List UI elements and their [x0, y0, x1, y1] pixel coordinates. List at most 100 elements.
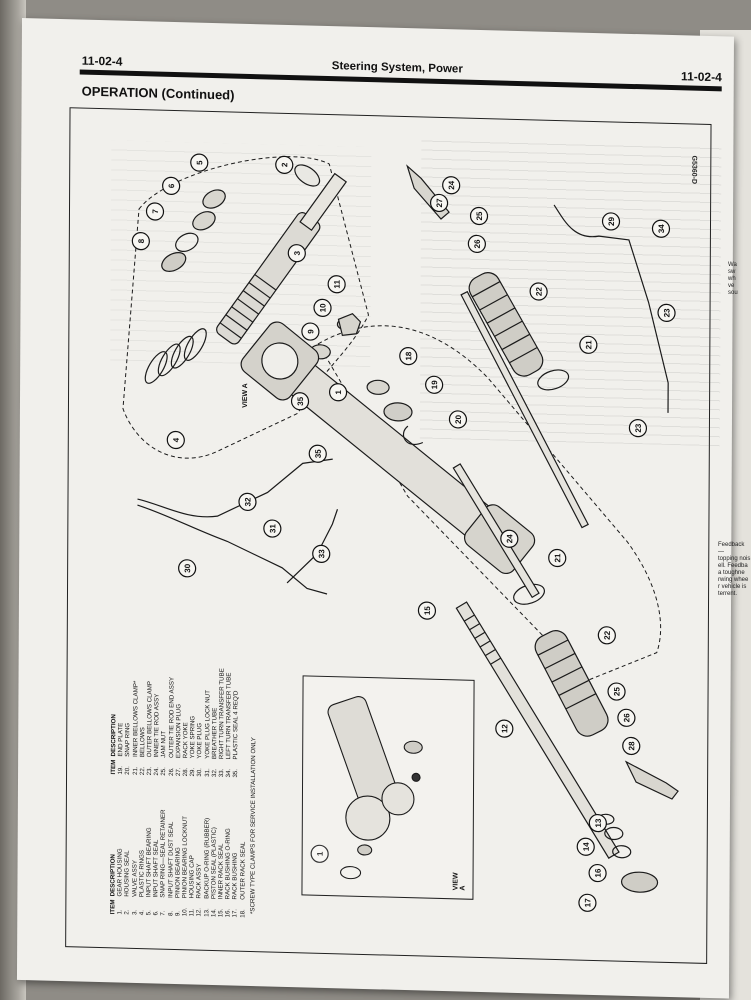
callout-bubble	[327, 275, 346, 294]
callout-bubble	[579, 335, 598, 354]
callout-bubble	[601, 212, 621, 231]
callout-number: 24	[505, 534, 514, 544]
callout-number: 29	[607, 216, 616, 226]
legend-item-description: RACK YOKE	[182, 722, 190, 759]
margin-note-line: ve	[728, 283, 735, 289]
legend-item-number: 2.	[123, 909, 131, 915]
legend-item-number: 27.	[174, 767, 182, 777]
legend-item-number: 26.	[167, 767, 175, 777]
callout-number: 35	[314, 449, 323, 459]
margin-note-line: wh	[728, 276, 736, 282]
callout-bubble	[263, 519, 282, 538]
callout-bubble	[500, 529, 519, 548]
callout-bubble	[548, 548, 567, 568]
legend-item-number: 5.	[145, 910, 153, 916]
callout-number: 28	[627, 741, 636, 751]
callout-number: 6	[167, 183, 176, 188]
legend-item-description: EXPANSION PLUG	[174, 703, 183, 759]
legend-item-number: 18.	[238, 909, 247, 918]
callout-number: 8	[137, 238, 146, 243]
legend-item-number: 4.	[138, 909, 146, 916]
legend-item-description: INPUT SHAFT SEAL	[152, 839, 160, 898]
callout-number: 17	[583, 898, 592, 908]
legend-item-number: 21.	[131, 766, 139, 776]
callout-number: 15	[423, 606, 432, 616]
exploded-view-diagram: 1234567891011121314151617181920212122222…	[122, 153, 679, 912]
margin-note-line: sou	[728, 290, 738, 296]
legend-item-description: END PLATE	[117, 722, 125, 757]
callout-number: 10	[318, 303, 327, 313]
inset-drawing	[327, 696, 423, 880]
callout-bubble	[495, 719, 514, 738]
margin-note-line: topping nois	[718, 556, 751, 562]
legend-item-number: 16.	[224, 908, 232, 918]
legend-item-number: 20.	[124, 766, 132, 775]
callout-bubble	[145, 202, 165, 221]
legend-item-description: VALVE ASSY	[131, 859, 139, 898]
callout-number: 20	[454, 414, 463, 424]
callout-number: 25	[613, 686, 622, 696]
legend-item-description: YOKE PLUG LOCK NUT	[203, 689, 212, 759]
callout-number: 24	[447, 180, 456, 190]
callout-bubble	[529, 282, 548, 301]
callout-number: 21	[584, 340, 593, 350]
callout-number: 23	[663, 308, 672, 318]
legend-item-description: RACK ASSY	[195, 863, 204, 899]
callout-number: 13	[594, 818, 603, 828]
callout-number: 2	[280, 162, 289, 167]
legend-item-description: YOKE PLUG	[196, 722, 204, 759]
callout-number: 34	[657, 224, 666, 234]
callout-bubble	[425, 375, 444, 394]
legend-item-description: INNER RACK SEAL	[217, 843, 225, 900]
chapter-title: Steering System, Power	[331, 60, 463, 76]
inset-view-a-label: VIEW A	[452, 872, 467, 891]
legend-item-number: 22.	[138, 766, 146, 776]
legend-item-description: JAM NUT	[160, 730, 168, 758]
legend-item-number: 7.	[159, 910, 167, 916]
callout-bubble	[178, 559, 197, 578]
callout-bubble	[576, 837, 595, 856]
legend-item-number: 30.	[196, 767, 204, 777]
legend-item-number: 25.	[160, 767, 168, 776]
legend-item-description: OUTER RACK SEAL	[239, 841, 247, 900]
callout-number: 21	[553, 553, 562, 563]
legend-item-description: HOUSING CAP	[188, 855, 196, 899]
callout-number: 35	[296, 396, 305, 406]
callout-bubble	[578, 893, 597, 912]
legend-item-number: 19.	[117, 765, 125, 775]
callout-number: 22	[603, 630, 612, 640]
callout-number: 18	[404, 351, 413, 361]
callout-bubble	[442, 176, 461, 195]
callout-bubble	[166, 430, 185, 450]
legend-item-number: 17.	[231, 908, 239, 918]
legend-item-number: 8.	[166, 910, 174, 916]
callout-bubble	[310, 844, 329, 863]
callout-number: 30	[183, 563, 192, 573]
callout-number: 12	[500, 724, 509, 734]
legend-item-description: INNER TIE ROD ASSY	[153, 693, 161, 758]
callout-bubble	[448, 410, 468, 429]
legend-item-number: 35.	[232, 768, 240, 778]
callout-number: 25	[475, 211, 484, 221]
callout-number: 22	[535, 286, 544, 296]
legend-item-description: BREATHER TUBE	[210, 707, 219, 760]
callout-number: 32	[243, 497, 252, 507]
legend-item-number: 3.	[130, 909, 138, 916]
callout-number: 11	[333, 279, 342, 288]
callout-bubble	[162, 176, 181, 196]
callout-number: 26	[622, 713, 631, 723]
margin-note-line: sw	[728, 269, 736, 275]
margin-note-line: terrent.	[718, 591, 738, 597]
callout-bubble	[313, 298, 332, 317]
callout-number: 3	[293, 250, 302, 255]
section-title: OPERATION (Continued)	[81, 83, 235, 103]
callout-number: 23	[634, 423, 643, 433]
legend-item-number: 33.	[218, 768, 226, 778]
callout-bubble	[417, 601, 437, 620]
callout-bubble	[651, 219, 671, 238]
callout-number: 4	[172, 437, 181, 442]
